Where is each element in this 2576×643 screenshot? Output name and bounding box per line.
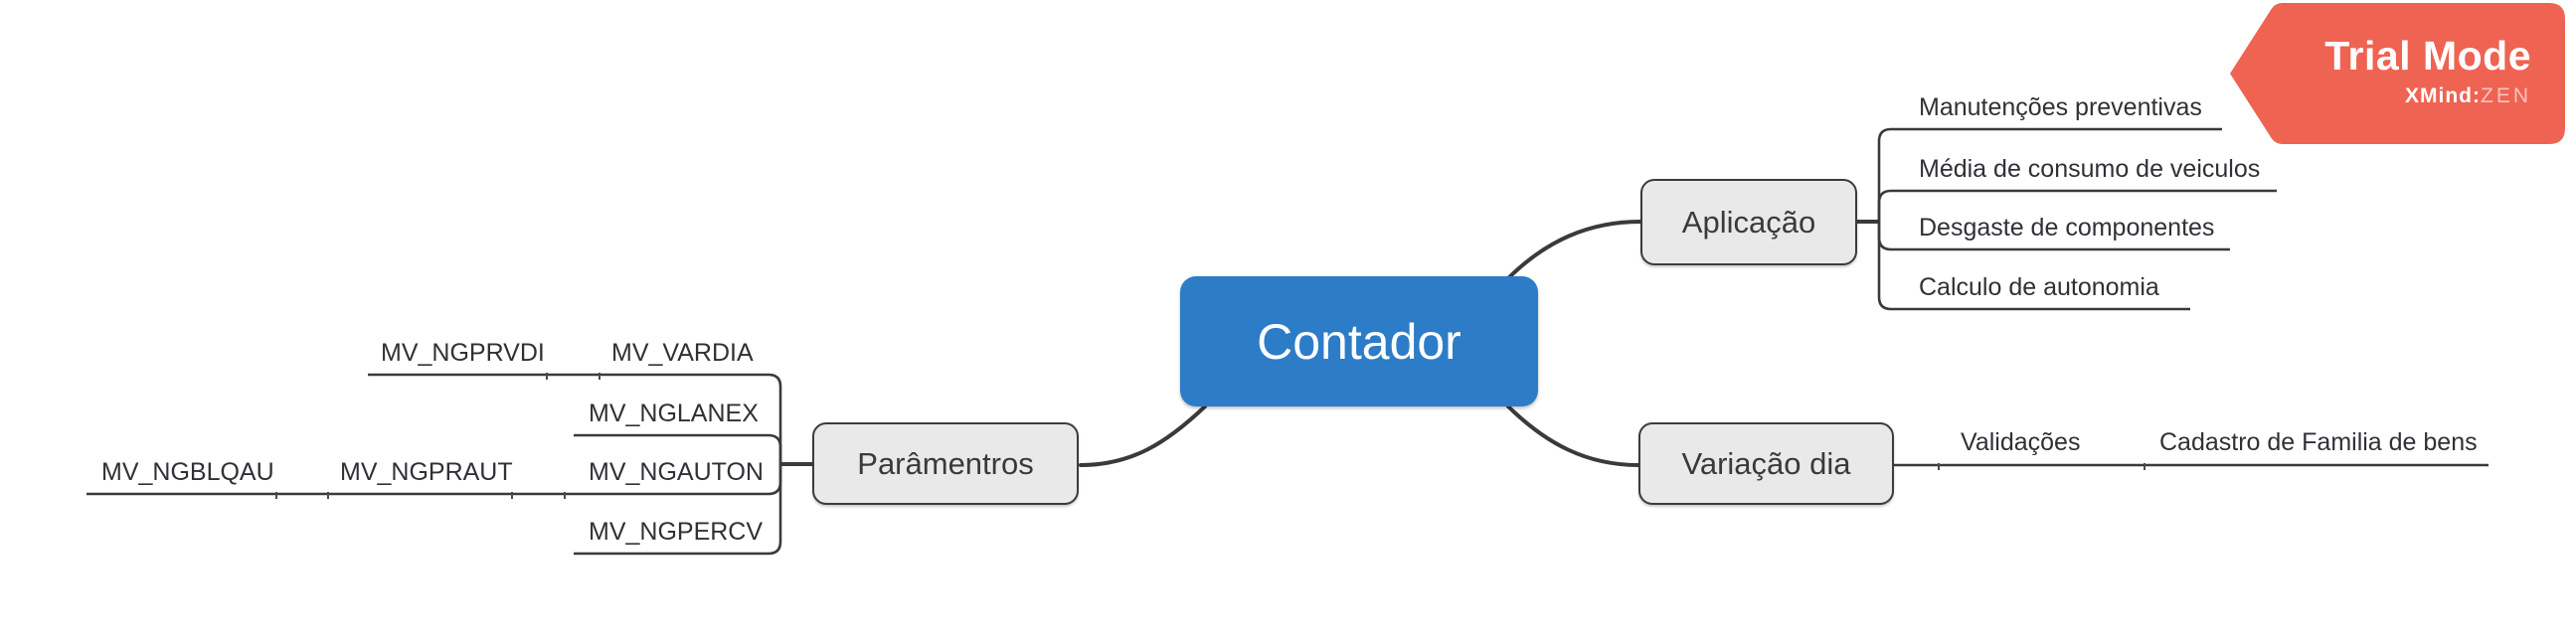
subtopic-validacoes[interactable]: Validações bbox=[1961, 428, 2081, 456]
subtopic-mv-ngpraut[interactable]: MV_NGPRAUT bbox=[340, 458, 513, 486]
subtopic-calculo-autonomia[interactable]: Calculo de autonomia bbox=[1919, 273, 2159, 301]
underline-calculo bbox=[1877, 222, 2190, 311]
underline-nglanex bbox=[574, 433, 782, 464]
subtopic-mv-ngauton[interactable]: MV_NGAUTON bbox=[589, 458, 764, 486]
underline-vardia-ngprvdi bbox=[368, 373, 782, 464]
subtopic-mv-nglanex[interactable]: MV_NGLANEX bbox=[589, 400, 759, 427]
subtopic-mv-vardia[interactable]: MV_VARDIA bbox=[611, 339, 754, 367]
subtopic-manutencoes-preventivas[interactable]: Manutenções preventivas bbox=[1919, 93, 2202, 121]
underline-ngpercv bbox=[574, 464, 782, 556]
main-topic-variacao-dia[interactable]: Variação dia bbox=[1638, 422, 1894, 505]
subtopic-desgaste-componentes[interactable]: Desgaste de componentes bbox=[1919, 214, 2215, 241]
subtopic-cadastro-familia-bens[interactable]: Cadastro de Familia de bens bbox=[2159, 428, 2478, 456]
underline-media-consumo bbox=[1877, 189, 2277, 222]
subtopic-mv-ngpercv[interactable]: MV_NGPERCV bbox=[589, 518, 764, 546]
trial-badge-shape bbox=[2230, 3, 2565, 144]
main-topic-parametros[interactable]: Parâmentros bbox=[812, 422, 1079, 505]
subtopic-mv-ngprvdi[interactable]: MV_NGPRVDI bbox=[381, 339, 545, 367]
central-topic-contador[interactable]: Contador bbox=[1180, 276, 1538, 406]
underline-manutencoes bbox=[1877, 127, 2222, 222]
subtopic-media-consumo-veiculos[interactable]: Média de consumo de veiculos bbox=[1919, 155, 2261, 183]
connector-contador-variacao bbox=[1506, 404, 1640, 467]
subtopic-mv-ngblqau[interactable]: MV_NGBLQAU bbox=[101, 458, 274, 486]
connector-contador-aplicacao bbox=[1507, 220, 1642, 279]
connector-contador-parametros bbox=[1079, 404, 1207, 467]
main-topic-aplicacao[interactable]: Aplicação bbox=[1640, 179, 1857, 265]
